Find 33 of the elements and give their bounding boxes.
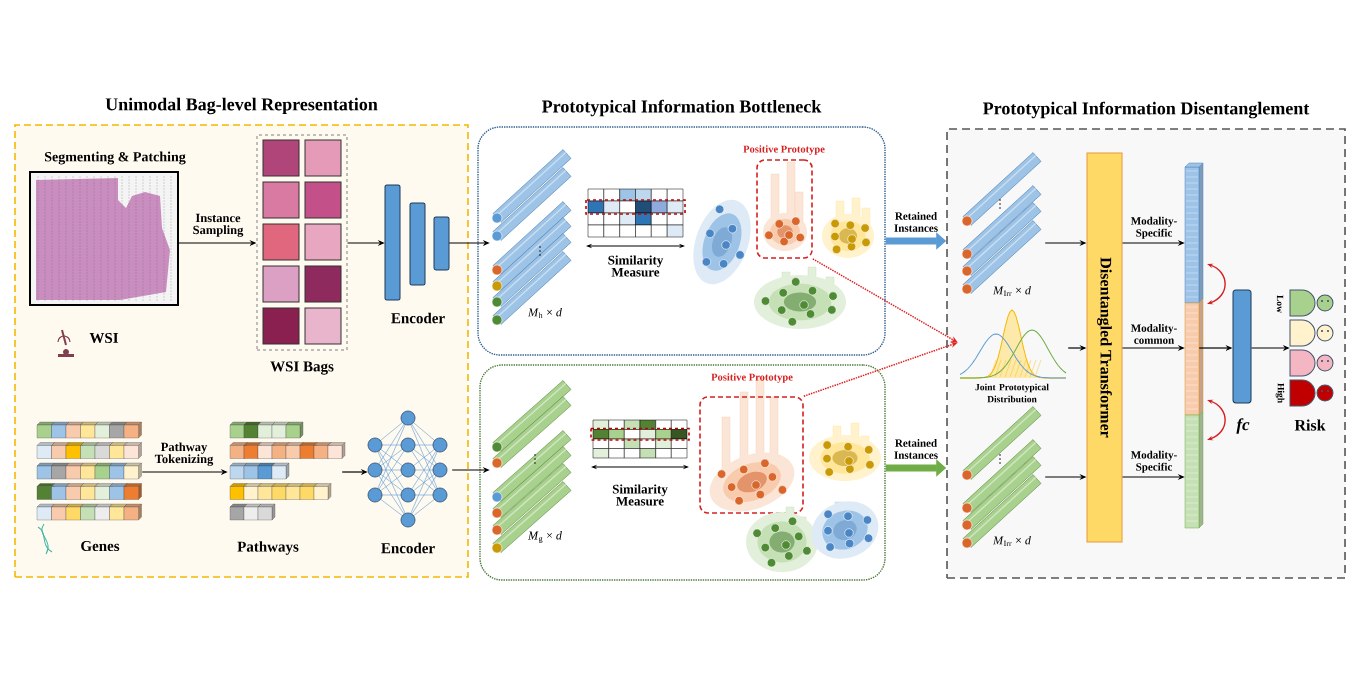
edge-label: Pathway Tokenizing [154, 442, 214, 466]
edge-label: Modality-Specific [1131, 216, 1177, 239]
edge-label: Retained Instances [894, 439, 938, 459]
step-label: Similarity Measure [612, 484, 668, 506]
edge-label: Instance Sampling [193, 213, 244, 237]
dimension-label: M$_{Irr}$ × d [992, 535, 1031, 547]
section-title: Unimodal Bag-level Representation [105, 97, 378, 115]
risk-level-label: High [1275, 383, 1285, 403]
dimension-label: M$_{g}$ × d [527, 531, 562, 543]
prototype-label: Positive Prototype [743, 145, 825, 155]
step-label: Encoder [381, 542, 435, 554]
risk-level-label: Low [1276, 295, 1284, 313]
prototype-label: Positive Prototype [711, 373, 793, 383]
section-title: Prototypical Information Bottleneck [542, 99, 822, 117]
step-label: Genes [81, 540, 120, 552]
step-label: WSI [89, 332, 119, 344]
arrow [812, 258, 958, 343]
step-label: Similarity Measure [608, 255, 664, 277]
dimension-label: M$_{Irr}$ × d [992, 285, 1031, 297]
edge-label: Modality-common [1131, 324, 1177, 344]
step-label: Encoder [391, 312, 445, 324]
edge-label: Modality-Specific [1131, 450, 1177, 473]
feature-column-drawing [1184, 162, 1204, 529]
step-label: Pathways [237, 541, 299, 555]
section-title: Prototypical Information Disentanglement [983, 101, 1310, 119]
step-label: Segmenting & Patching [45, 151, 186, 165]
layer-label: fc [1236, 418, 1250, 434]
step-label: WSI Bags [270, 361, 334, 375]
step-label: Risk [1294, 419, 1326, 431]
block-label: Disentangled Transformer [1097, 257, 1112, 438]
edge-label: Retained Instances [894, 212, 938, 232]
step-label: Joint Prototypical Distribution [975, 383, 1049, 403]
dimension-label: M$_{h}$ × d [527, 307, 562, 319]
